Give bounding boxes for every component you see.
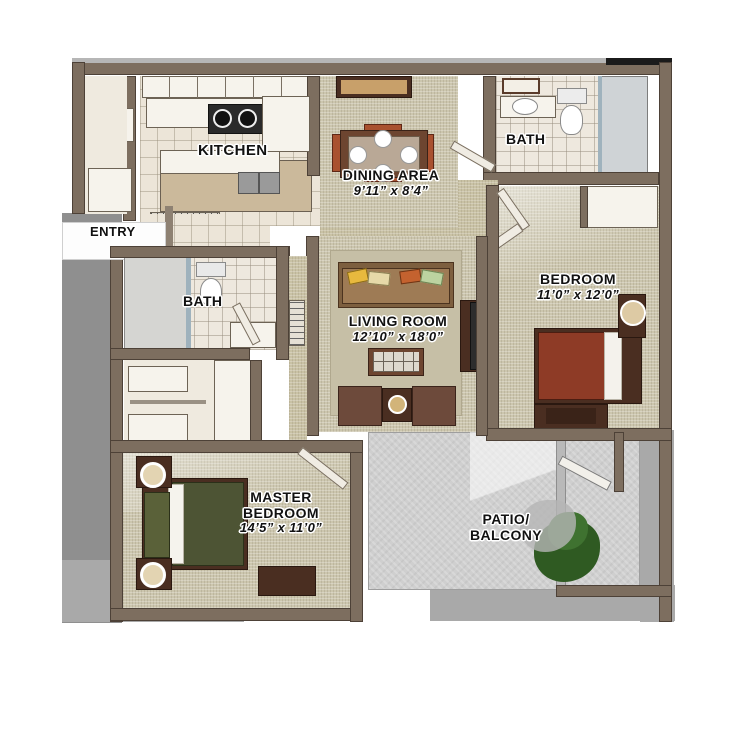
washer-dryer — [214, 360, 254, 448]
bedroom-closet-wall — [580, 186, 588, 228]
range-burner-icon-2 — [240, 111, 255, 126]
exterior-wall-top — [72, 62, 672, 75]
closet-rod-icon — [130, 400, 206, 404]
master-headboard — [144, 492, 170, 558]
bath-master-wall-bottom — [110, 348, 250, 360]
bath-master-shower — [124, 256, 188, 350]
master-hall-floor — [289, 256, 307, 446]
patio-door-jamb — [614, 432, 624, 492]
bedroom-closet — [586, 186, 658, 228]
coffee-table-bowl-icon — [388, 395, 407, 414]
sofa-pillow-cream — [367, 270, 391, 287]
bath-upper-wall-bottom — [483, 172, 659, 185]
kitchen-peninsula-base — [160, 150, 280, 174]
master-lamp-top-icon — [140, 462, 166, 488]
dining-wall-art-inner — [341, 80, 407, 94]
dining-plate-icon-3 — [374, 130, 392, 148]
master-closet-wall-right — [250, 360, 262, 452]
master-bench — [258, 566, 316, 596]
fireplace-grate-icon — [373, 352, 419, 372]
master-bedroom-wall-right — [350, 440, 363, 622]
entry-door-jamb — [165, 206, 173, 264]
living-room-wall-left — [306, 236, 319, 436]
dining-plate-icon-1 — [349, 146, 367, 164]
bath-upper-shower — [600, 76, 648, 180]
kitchen-cabinet-seams — [142, 76, 314, 98]
master-bed-mattress — [172, 482, 244, 566]
bath-upper-toilet — [560, 105, 583, 135]
exterior-wall-bottom-left — [110, 608, 360, 621]
armchair-right — [412, 386, 456, 426]
kitchen-pantry — [262, 96, 310, 152]
bath-upper-mirror — [502, 78, 540, 94]
dining-plate-icon-4 — [374, 164, 392, 182]
master-lamp-bottom-icon — [140, 562, 166, 588]
dining-plate-icon-2 — [400, 146, 418, 164]
kitchen-sink-divider — [258, 172, 260, 194]
entry-closet-shelf — [88, 168, 132, 212]
bath-master-toilet — [200, 278, 222, 306]
exterior-wall-top-dark — [606, 58, 672, 65]
bath-upper-toilet-tank — [557, 88, 587, 104]
master-bed-pillow — [168, 484, 184, 564]
master-bedroom-wall-top — [110, 440, 363, 453]
bedroom-wall-bottom — [486, 428, 672, 441]
bath-master-wall-right — [276, 246, 289, 360]
bedroom-clock-face-icon — [620, 300, 646, 326]
exterior-wall-top-cap — [72, 58, 672, 63]
exterior-wall-right — [659, 62, 672, 622]
armchair-left — [338, 386, 382, 426]
exterior-wall-bottom-right — [556, 585, 672, 597]
master-closet-shelf-1 — [128, 366, 188, 392]
shrub-shadow-icon — [520, 500, 576, 552]
bath-master-toilet-tank — [196, 262, 226, 277]
bath-master-wall-top — [110, 246, 290, 258]
bath-upper-sink — [512, 98, 538, 115]
exterior-wall-left-lower — [110, 252, 123, 622]
living-room-wall-right — [476, 236, 488, 436]
bedroom-bed-pillow — [604, 332, 622, 400]
bedroom-dresser-top — [546, 408, 596, 424]
bath-master-shower-door — [186, 256, 191, 350]
range-burner-icon — [215, 111, 230, 126]
bath-upper-shower-door — [598, 76, 602, 180]
hall-vent-icon — [289, 300, 305, 346]
exterior-wall-left-upper — [72, 62, 85, 214]
